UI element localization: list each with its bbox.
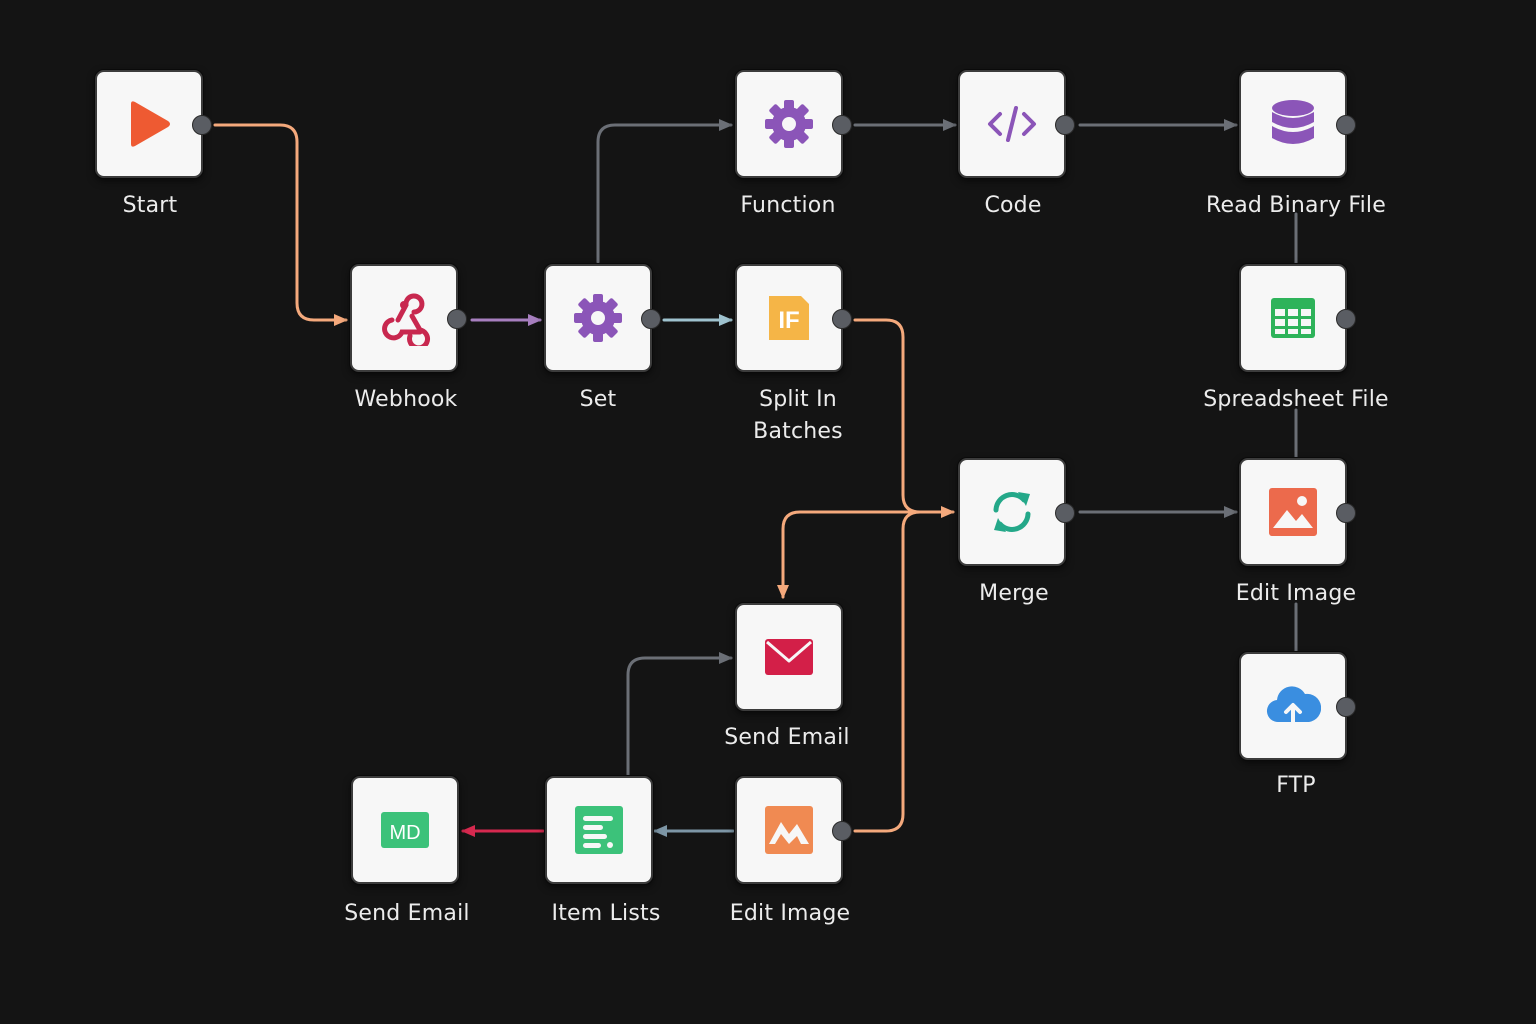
list-icon (575, 806, 623, 854)
node-label-edit-image-bottom: Edit Image (729, 901, 851, 926)
node-label-merge: Merge (979, 581, 1049, 606)
node-label-function: Function (740, 193, 836, 218)
refresh-icon (993, 492, 1031, 532)
output-handle[interactable] (832, 309, 852, 329)
output-handle[interactable] (1336, 503, 1356, 523)
node-label-webhook: Webhook (354, 387, 458, 412)
node-label-read-binary-file: Read Binary File (1206, 193, 1386, 218)
node-webhook[interactable] (350, 264, 467, 372)
node-label-ftp: FTP (1276, 773, 1316, 798)
edge-merge-sendemail (777, 510, 922, 599)
database-icon (1272, 100, 1314, 144)
markdown-icon: MD (381, 812, 429, 848)
output-handle[interactable] (1055, 503, 1075, 523)
svg-text:MD: MD (389, 822, 420, 844)
svg-text:IF: IF (778, 307, 799, 334)
cloud-upload-icon (1266, 686, 1321, 726)
node-label-code: Code (984, 193, 1042, 218)
output-handle[interactable] (1336, 697, 1356, 717)
output-handle[interactable] (1336, 115, 1356, 135)
edge-start-webhook (213, 123, 348, 326)
node-label-start: Start (122, 193, 178, 218)
node-merge[interactable] (958, 458, 1075, 566)
node-function[interactable] (735, 70, 852, 178)
if-icon: IF (769, 296, 809, 340)
output-handle[interactable] (447, 309, 467, 329)
node-start[interactable] (95, 70, 212, 178)
node-label-item-lists: Item Lists (551, 901, 661, 926)
node-label-send-email-top: Send Email (724, 725, 850, 750)
node-label-spreadsheet-file: Spreadsheet File (1203, 387, 1389, 412)
play-icon (131, 101, 170, 147)
gear-icon (574, 294, 622, 342)
node-item-lists[interactable] (545, 776, 653, 884)
code-icon (988, 106, 1036, 142)
node-code[interactable] (958, 70, 1075, 178)
output-handle[interactable] (1336, 309, 1356, 329)
gear-icon (765, 100, 813, 148)
spreadsheet-icon (1271, 298, 1315, 338)
node-edit-image-bottom[interactable] (735, 776, 852, 884)
edge-editimage-merge (853, 510, 922, 833)
image-icon (765, 806, 813, 854)
node-send-email-top[interactable] (735, 603, 843, 711)
edge-itemlists-sendemail (626, 652, 733, 777)
output-handle[interactable] (832, 821, 852, 841)
node-label-edit-image-right: Edit Image (1235, 581, 1357, 606)
output-handle[interactable] (832, 115, 852, 135)
node-spreadsheet-file[interactable] (1239, 264, 1356, 372)
envelope-icon (765, 639, 813, 675)
node-label-set: Set (579, 387, 617, 412)
node-read-binary-file[interactable] (1239, 70, 1356, 178)
node-edit-image-right[interactable] (1239, 458, 1356, 566)
webhook-icon (382, 293, 431, 346)
output-handle[interactable] (641, 309, 661, 329)
node-ftp[interactable] (1239, 652, 1356, 760)
node-label-split-line2: Batches (753, 419, 843, 444)
image-icon (1269, 488, 1317, 536)
node-split-in-batches[interactable]: IF (735, 264, 852, 372)
output-handle[interactable] (1055, 115, 1075, 135)
node-label-split-line1: Split In (759, 387, 837, 412)
node-label-send-email-bottom: Send Email (344, 901, 470, 926)
edge-set-function (596, 119, 733, 264)
node-send-email-bottom[interactable]: MD (351, 776, 459, 884)
node-set[interactable] (544, 264, 661, 372)
output-handle[interactable] (192, 115, 212, 135)
